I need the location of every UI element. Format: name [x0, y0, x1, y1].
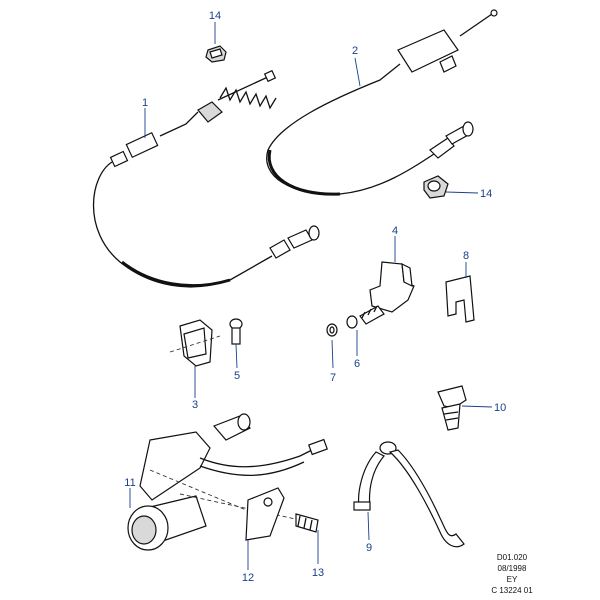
- callout-2: 2: [352, 45, 358, 57]
- callout-8: 8: [463, 250, 469, 262]
- callout-7: 7: [330, 372, 336, 384]
- part-11-actuator: [127, 413, 328, 551]
- callout-14-right: 14: [480, 188, 492, 200]
- callout-10: 10: [494, 402, 506, 414]
- part-6-bolt: [346, 305, 385, 329]
- ref-date: 08/1998: [497, 564, 527, 573]
- part-14-clip-right: [423, 175, 449, 199]
- part-12-plate: [245, 487, 285, 541]
- part-8-clip: [445, 275, 475, 323]
- callout-13: 13: [312, 567, 324, 579]
- part-2-cable: [266, 9, 498, 196]
- part-14-clip-top: [205, 45, 227, 63]
- callout-12: 12: [242, 572, 254, 584]
- part-4-bracket: [369, 261, 415, 313]
- callout-6: 6: [354, 358, 360, 370]
- ref-model: EY: [506, 575, 518, 584]
- part-9-strap: [353, 441, 465, 548]
- part-1-cable: [92, 69, 320, 288]
- reference-block: D01.020 08/1998 EY C 13224 01: [462, 552, 562, 596]
- part-5-bolt: [229, 318, 243, 345]
- callout-3: 3: [192, 399, 198, 411]
- callout-9: 9: [366, 542, 372, 554]
- part-10-push-clip: [437, 385, 467, 431]
- part-3-bracket: [169, 319, 221, 367]
- ref-catalog: C 13224 01: [491, 586, 533, 595]
- part-7-washer: [326, 323, 338, 337]
- callout-14-top: 14: [209, 10, 221, 22]
- part-13-bolt: [295, 513, 319, 533]
- callout-11: 11: [124, 477, 135, 489]
- ref-code: D01.020: [496, 553, 528, 562]
- callout-1: 1: [142, 97, 148, 109]
- callout-5: 5: [234, 370, 240, 382]
- callout-4: 4: [392, 225, 398, 237]
